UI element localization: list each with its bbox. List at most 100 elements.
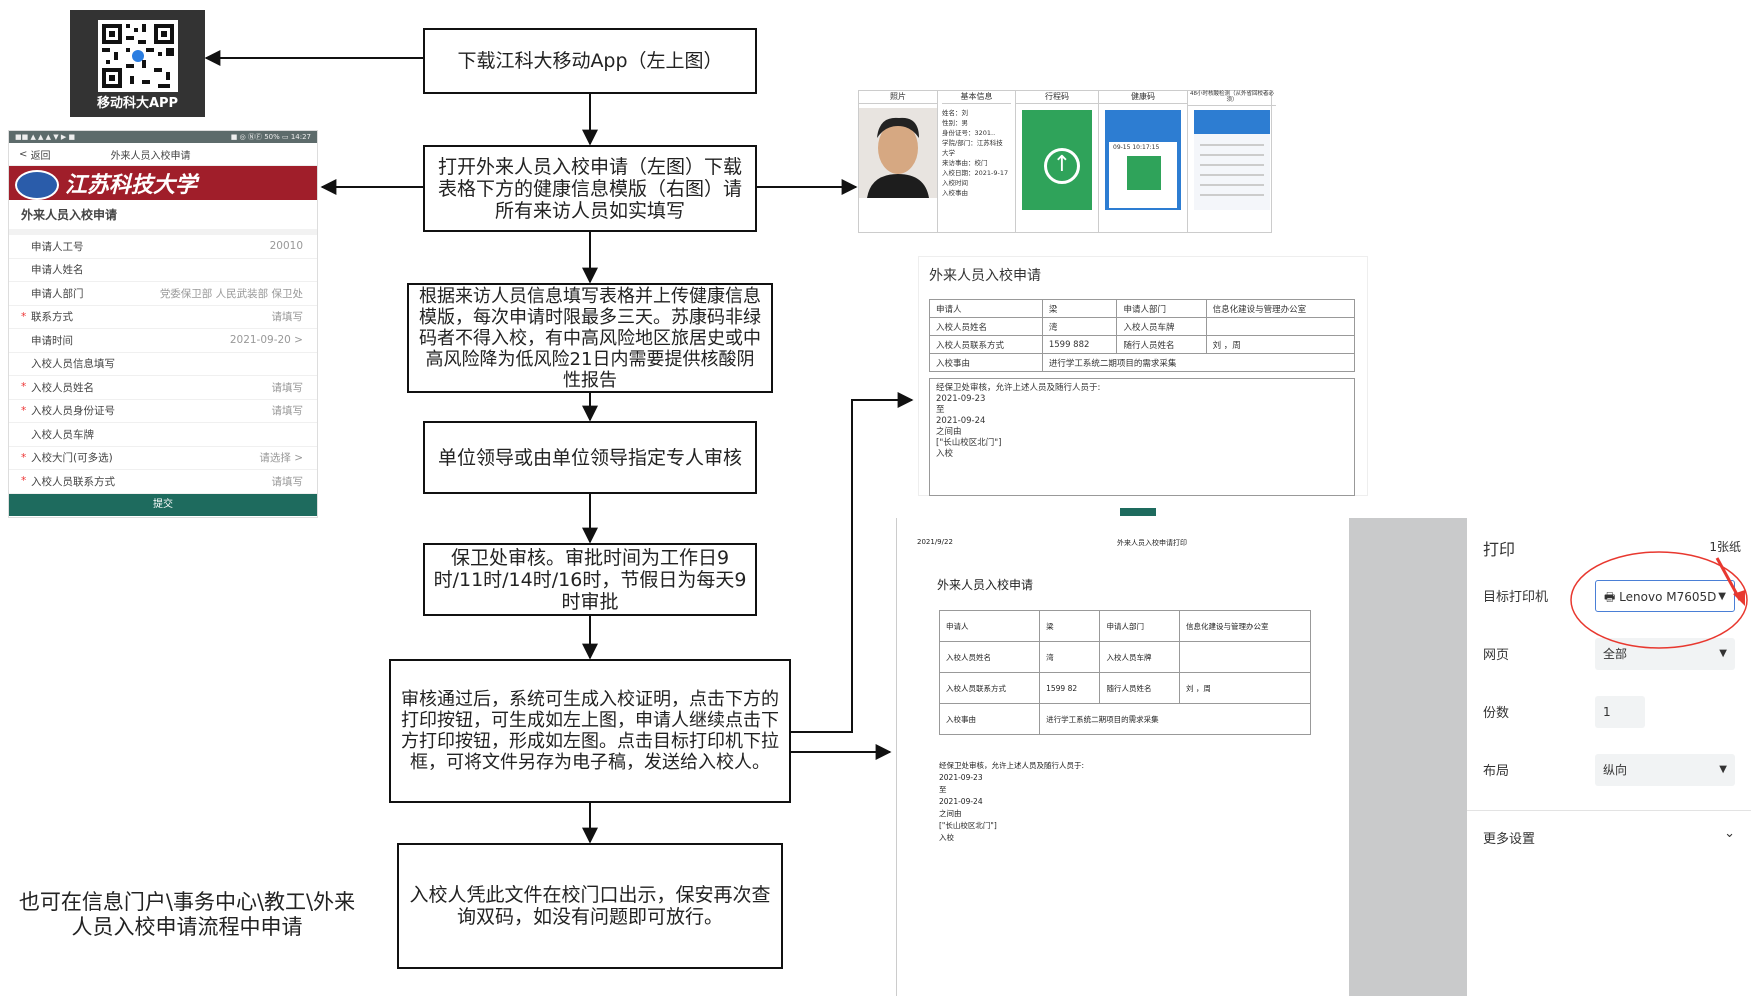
- phone-form-row[interactable]: 入校人员信息填写: [9, 353, 317, 376]
- basic-info-line: 学院/部门：江苏科技: [942, 139, 1003, 147]
- phone-form-row[interactable]: 申请人姓名: [9, 259, 317, 282]
- nucleic-test-column: 48小时核酸检测（从外省回校者必须）: [1188, 91, 1276, 232]
- note-line: 入校: [939, 833, 954, 842]
- table-cell: 入校事由: [929, 353, 1043, 372]
- phone-row-label: 申请人部门: [31, 287, 84, 300]
- note-line: 2021-09-23: [936, 394, 986, 404]
- basic-info-line: 身份证号：3201..: [942, 129, 996, 137]
- note-line: 之间由: [936, 427, 962, 437]
- table-cell: 入校事由: [938, 703, 1041, 735]
- table-cell: 随行人员姓名: [1099, 672, 1180, 704]
- table-cell: 信息化建设与管理办公室: [1205, 299, 1356, 318]
- basic-info-line: 入校事由: [942, 189, 968, 197]
- phone-row-label: 入校人员信息填写: [31, 358, 115, 371]
- health-code-card: 09-15 10:17:15: [1105, 110, 1181, 210]
- basic-info-line: 大学: [942, 149, 955, 157]
- phone-form-row[interactable]: *入校人员姓名请填写: [9, 376, 317, 400]
- phone-nav-title: 外来人员入校申请: [110, 150, 191, 162]
- university-logo-icon: [15, 170, 59, 200]
- table-row: 入校人员姓名湾入校人员车牌: [929, 317, 1356, 336]
- table-cell: 入校人员联系方式: [929, 335, 1043, 354]
- required-marker: *: [21, 381, 27, 394]
- note-line: 之间由: [939, 809, 962, 818]
- phone-row-value: 请填写: [271, 311, 304, 324]
- print-preview-gutter: [1349, 518, 1467, 996]
- note-line: 经保卫处审核，允许上述人员及随行人员于:: [936, 383, 1101, 393]
- basic-info-line: 姓名：刘: [942, 109, 968, 117]
- back-button[interactable]: 返回: [30, 150, 51, 162]
- table-cell: 申请人: [938, 610, 1041, 642]
- table-cell: 入校人员姓名: [938, 641, 1041, 673]
- table-cell: 入校人员联系方式: [938, 672, 1041, 704]
- table-cell: 申请人: [929, 299, 1043, 318]
- phone-row-label: 联系方式: [31, 311, 73, 324]
- note-line: 2021-09-24: [939, 797, 983, 806]
- printer-select[interactable]: 🖶 Lenovo M7605D ▼: [1595, 580, 1735, 612]
- step-2-open-application: 打开外来人员入校申请（左图）下载表格下方的健康信息模版（右图）请所有来访人员如实…: [423, 145, 757, 232]
- table-cell: 梁: [1039, 610, 1101, 642]
- step-4-department-review: 单位领导或由单位领导指定专人审核: [423, 421, 757, 494]
- note-line: ["长山校区北门"]: [936, 438, 1002, 448]
- paper-title: 外来人员入校申请: [937, 578, 1034, 592]
- table-cell: 湾: [1039, 641, 1101, 673]
- table-cell: 入校人员车牌: [1099, 641, 1180, 673]
- phone-row-label: 入校人员联系方式: [31, 475, 115, 488]
- table-row: 入校人员姓名湾入校人员车牌: [938, 641, 1311, 673]
- table-row: 申请人梁申请人部门信息化建设与管理办公室: [929, 299, 1356, 318]
- step-3-fill-form: 根据来访人员信息填写表格并上传健康信息模版，每次申请时限最多三天。苏康码非绿码者…: [407, 283, 773, 393]
- table-cell: 入校人员姓名: [929, 317, 1043, 336]
- layout-select[interactable]: 纵向 ▼: [1595, 754, 1735, 786]
- table-cell: 1599 882: [1041, 335, 1118, 354]
- phone-form-row[interactable]: 入校人员车牌: [9, 423, 317, 447]
- step-5-security-review: 保卫处审核。审批时间为工作日9时/11时/14时/16时，节假日为每天9时审批: [423, 543, 757, 616]
- phone-form-row[interactable]: *入校人员联系方式请填写: [9, 470, 317, 494]
- table-cell: 入校人员车牌: [1116, 317, 1207, 336]
- table-cell: 申请人部门: [1099, 610, 1180, 642]
- phone-row-label: 申请人姓名: [31, 264, 84, 277]
- chevron-down-icon: ▼: [1719, 764, 1727, 775]
- university-banner: 江苏科技大学: [9, 166, 317, 200]
- table-cell: 湾: [1041, 317, 1118, 336]
- note-line: 至: [939, 785, 947, 794]
- phone-row-label: 入校人员车牌: [31, 428, 94, 441]
- phone-submit-button[interactable]: 提交: [9, 493, 317, 516]
- phone-form-row[interactable]: 申请人部门党委保卫部 人民武装部 保卫处: [9, 282, 317, 306]
- table-cell: 进行学工系统二期项目的需求采集: [1039, 703, 1311, 735]
- table-cell: 梁: [1041, 299, 1118, 318]
- basic-info-line: 性别：男: [942, 119, 968, 127]
- phone-form-row[interactable]: *入校大门(可多选)请选择 >: [9, 447, 317, 470]
- required-marker: *: [21, 475, 27, 488]
- form-preview-table: 申请人梁申请人部门信息化建设与管理办公室入校人员姓名湾入校人员车牌入校人员联系方…: [929, 299, 1356, 372]
- copies-input[interactable]: 1: [1595, 696, 1645, 728]
- phone-form-row[interactable]: *入校人员身份证号请填写: [9, 400, 317, 423]
- photo-column: 照片: [859, 91, 938, 232]
- nucleic-test-card: [1194, 110, 1270, 210]
- phone-form-row[interactable]: * 联系方式 请填写: [9, 306, 317, 329]
- basic-info-line: 入校时间: [942, 179, 968, 187]
- table-row: 入校事由进行学工系统二期项目的需求采集: [938, 703, 1311, 735]
- phone-row-value: 请选择 >: [259, 452, 303, 465]
- back-chevron-icon[interactable]: <: [19, 148, 31, 160]
- basic-info-line: 来访事由：校门: [942, 159, 988, 167]
- form-preview-title: 外来人员入校申请: [929, 268, 1041, 284]
- portrait-photo: [859, 108, 937, 198]
- application-form-preview: 外来人员入校申请 申请人梁申请人部门信息化建设与管理办公室入校人员姓名湾入校人员…: [918, 256, 1368, 496]
- phone-row-value: 请填写: [271, 405, 304, 418]
- health-code-column: 健康码 09-15 10:17:15: [1099, 91, 1188, 232]
- required-marker: *: [21, 310, 27, 323]
- note-line: 入校: [936, 449, 954, 459]
- table-cell: 1599 82: [1039, 672, 1101, 704]
- table-cell: 进行学工系统二期项目的需求采集: [1041, 353, 1356, 372]
- more-settings-toggle[interactable]: 更多设置 ⌄: [1483, 826, 1735, 847]
- qr-code-card: 移动科大APP: [70, 10, 205, 117]
- table-cell: 信息化建设与管理办公室: [1179, 610, 1311, 642]
- arrow-up-icon: ↑: [1044, 148, 1080, 184]
- chevron-down-icon: ⌄: [1724, 826, 1735, 841]
- phone-row-label: 申请人工号: [31, 240, 84, 253]
- basic-info-column: 基本信息 姓名：刘性别：男身份证号：3201..学院/部门：江苏科技大学来访事由…: [938, 91, 1016, 232]
